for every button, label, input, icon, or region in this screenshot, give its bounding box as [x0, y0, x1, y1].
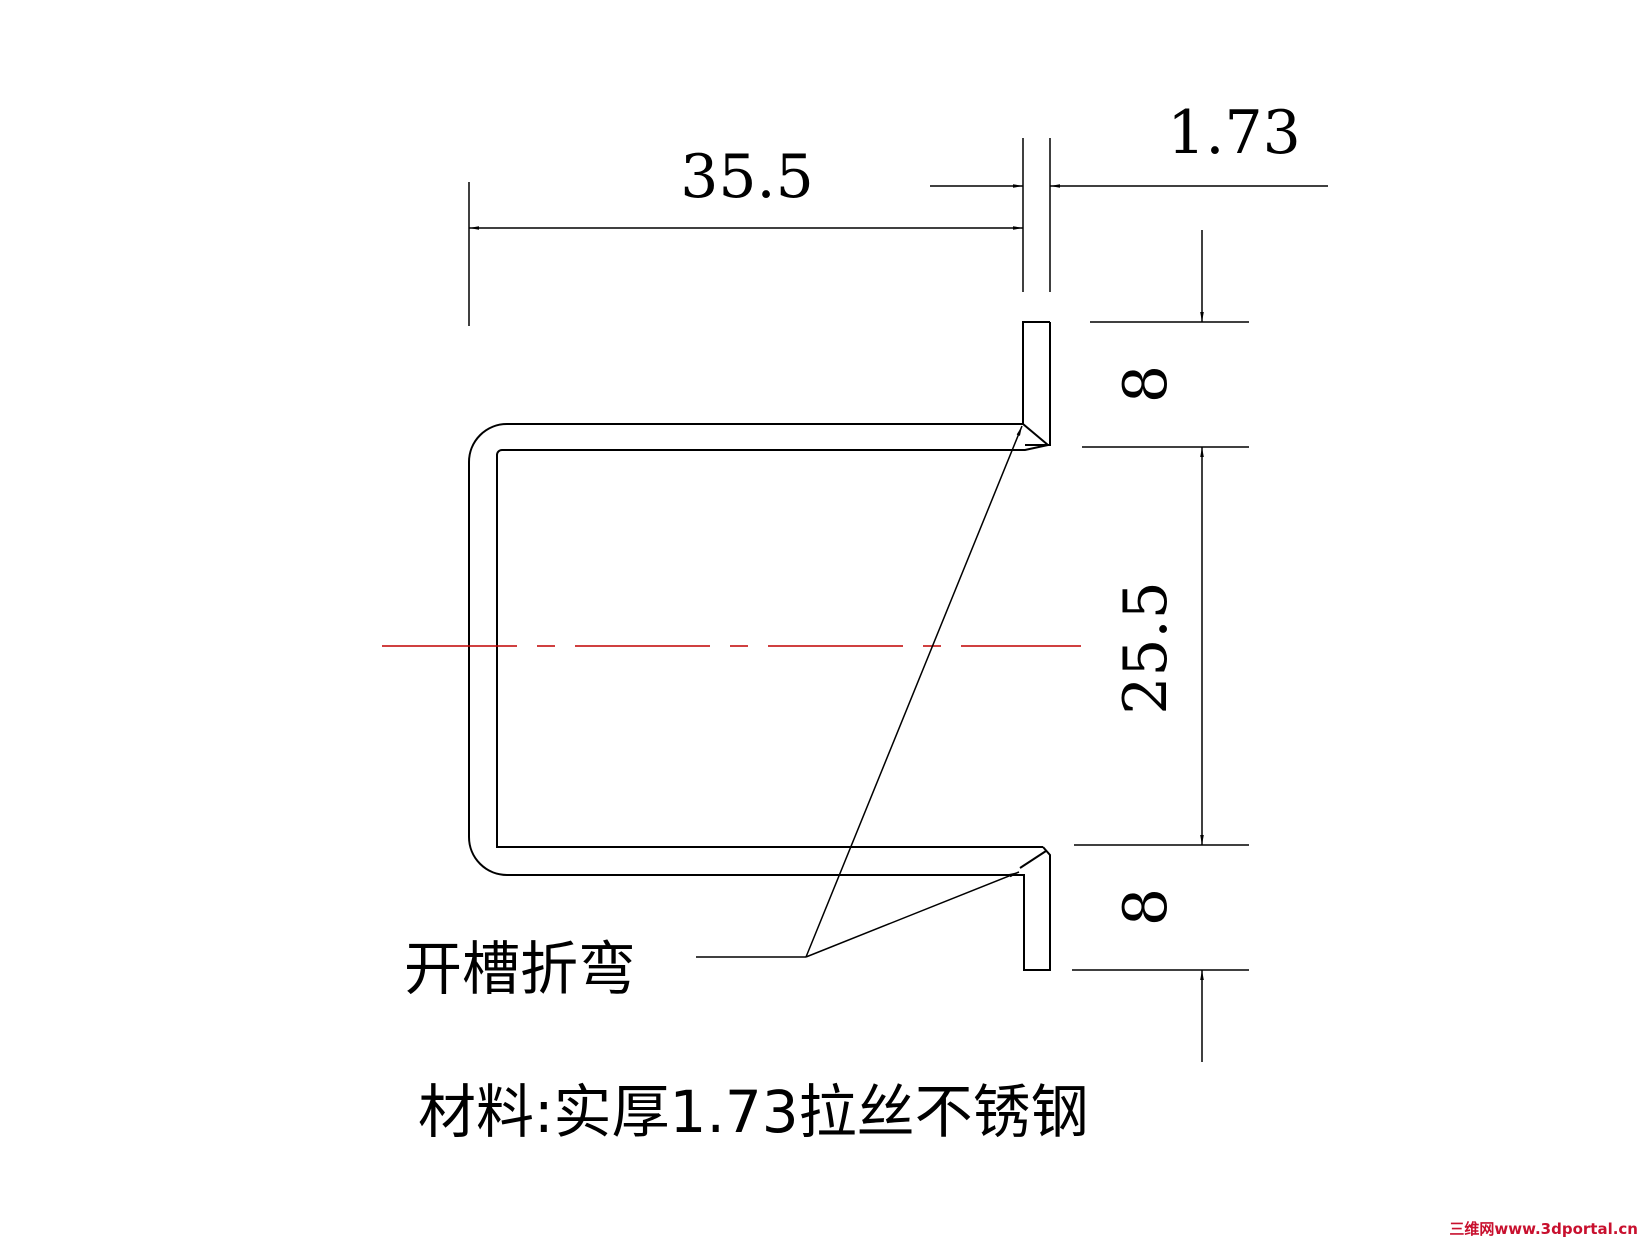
material-note: 材料:实厚1.73拉丝不锈钢	[418, 1078, 1089, 1146]
watermark: 三维网www.3dportal.cn	[1449, 1220, 1638, 1238]
dim-width-label: 35.5	[680, 142, 814, 212]
dim-flange-bottom-label: 8	[1111, 888, 1181, 926]
slot-bend-note: 开槽折弯	[404, 935, 636, 1003]
channel-profile	[468, 321, 1051, 971]
dimension-lines	[469, 184, 1328, 1062]
leader-lines	[696, 425, 1023, 958]
dim-thickness-label: 1.73	[1167, 98, 1301, 168]
bend-line-bottom	[1019, 850, 1047, 869]
profile-outer-outline	[468, 321, 1051, 971]
bend-line-top	[1022, 423, 1049, 446]
extension-lines	[468, 138, 1249, 971]
dim-height-label: 25.5	[1111, 581, 1181, 715]
dim-flange-top-label: 8	[1111, 365, 1181, 403]
